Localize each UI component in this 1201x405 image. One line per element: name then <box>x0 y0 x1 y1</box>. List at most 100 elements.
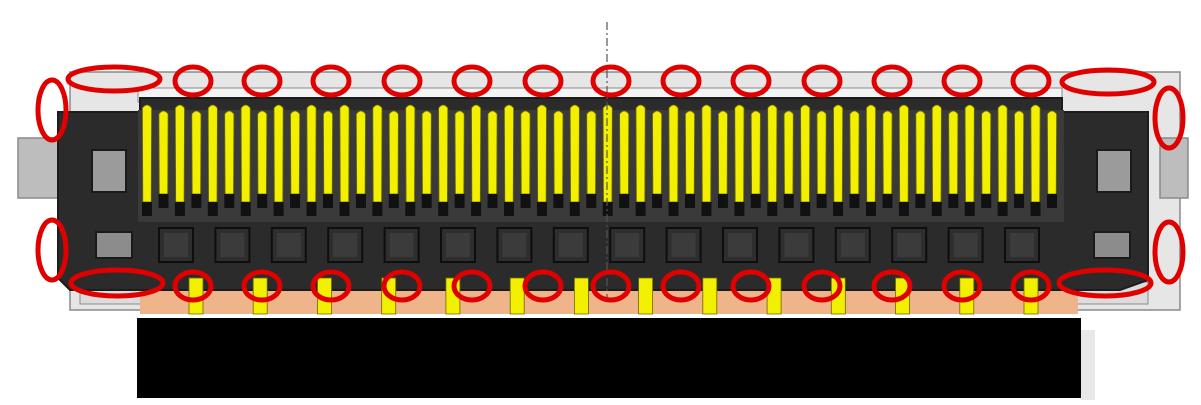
contact-pin <box>240 104 251 203</box>
contact-pin <box>191 110 202 195</box>
contact-slot <box>536 202 547 216</box>
solder-tail <box>252 277 268 315</box>
marker-circle-top <box>1010 64 1052 98</box>
contact-pin <box>454 110 465 195</box>
lower-cavity-inner <box>333 233 358 257</box>
lower-cavity-inner <box>615 233 640 257</box>
lower-cavity-row <box>158 227 1040 263</box>
marker-circle-top <box>310 64 352 98</box>
contact-slot <box>372 202 383 216</box>
lower-cavity-inner <box>1010 233 1034 257</box>
redaction-shadow <box>1081 330 1095 400</box>
contact-pin <box>273 104 284 203</box>
contact-pin <box>520 110 531 195</box>
contact-pin <box>898 104 909 203</box>
contact-pin <box>405 104 416 203</box>
contact-pin <box>948 110 959 195</box>
contact-pin <box>290 110 301 195</box>
lower-cavity-inner <box>840 233 865 257</box>
contact-pin <box>882 110 893 195</box>
marker-circle-bottom <box>941 269 983 303</box>
marker-side-bottom-left <box>35 217 69 283</box>
contact-slot <box>504 202 514 216</box>
marker-circle-top <box>381 64 423 98</box>
marker-circle-bottom <box>381 269 423 303</box>
contact-pin <box>569 104 580 203</box>
contact-slot <box>602 202 613 216</box>
marker-circle-bottom <box>1010 269 1052 303</box>
contact-pin <box>1046 110 1058 195</box>
contact-slot <box>948 194 959 208</box>
marker-side-top-right <box>1152 85 1186 151</box>
contact-slot <box>701 202 712 216</box>
contact-pin <box>668 104 679 203</box>
marker-side-bottom-right <box>1152 219 1186 285</box>
red-marker-annotations <box>35 64 1186 303</box>
right-latch-window <box>1096 149 1132 193</box>
contact-slot <box>1047 194 1057 208</box>
contact-slot <box>866 202 876 216</box>
contact-slot <box>816 194 827 208</box>
contact-slot <box>734 202 745 216</box>
solder-tail <box>638 277 653 315</box>
contact-pin <box>586 110 597 195</box>
contact-slot <box>520 194 531 208</box>
marker-circle-bottom <box>172 269 214 303</box>
contact-slot <box>421 194 432 208</box>
contact-row <box>141 104 1058 216</box>
marker-circle-top <box>941 64 983 98</box>
marker-circle-bottom <box>801 269 843 303</box>
contact-slot <box>849 194 860 208</box>
lower-cavity-inner <box>728 233 752 257</box>
contact-slot <box>273 202 284 216</box>
marker-circle-bottom <box>241 269 283 303</box>
contact-slot <box>931 202 942 216</box>
contact-pin <box>553 110 564 195</box>
contact-pin <box>421 110 432 195</box>
marker-circle-bottom <box>871 269 913 303</box>
contact-slot <box>405 202 416 216</box>
marker-circle-top <box>522 64 564 98</box>
contact-pin <box>141 104 153 203</box>
contact-pin <box>619 110 630 195</box>
marker-circle-top <box>871 64 913 98</box>
marker-side-top-left <box>35 77 69 143</box>
contact-slot <box>668 202 679 216</box>
right-lower-window <box>1093 231 1131 259</box>
contact-slot <box>471 202 482 216</box>
contact-slot <box>783 194 794 208</box>
contact-pin <box>750 110 761 195</box>
contact-slot <box>915 194 926 208</box>
contact-slot <box>290 194 301 208</box>
contact-pin <box>717 110 728 195</box>
marker-ellipse-top-right <box>1059 67 1157 97</box>
solder-tail <box>574 277 589 315</box>
marker-ellipse-bottom-left <box>68 267 166 299</box>
contact-slot <box>438 202 449 216</box>
contact-slot <box>224 194 235 208</box>
contact-pin <box>322 110 334 195</box>
marker-ellipse-top-left <box>65 64 163 94</box>
contact-pin <box>339 104 350 203</box>
contact-pin <box>1014 110 1025 195</box>
contact-pin <box>964 104 975 203</box>
contact-slot <box>652 194 663 208</box>
lower-cavity-inner <box>784 233 809 257</box>
contact-pin <box>207 104 218 203</box>
contact-pin <box>471 104 482 203</box>
marker-circle-top <box>241 64 283 98</box>
contact-pin <box>767 104 778 203</box>
contact-slot <box>750 194 761 208</box>
contact-slot <box>454 194 465 208</box>
contact-slot <box>833 202 844 216</box>
marker-circle-bottom <box>310 269 352 303</box>
lower-cavity-inner <box>389 233 414 257</box>
contact-slot <box>898 202 909 216</box>
contact-pin <box>865 104 877 203</box>
contact-pin <box>652 110 663 195</box>
lower-cavity-inner <box>276 233 301 257</box>
contact-slot <box>635 202 646 216</box>
contact-pin <box>602 104 613 203</box>
contact-pin <box>372 104 383 203</box>
